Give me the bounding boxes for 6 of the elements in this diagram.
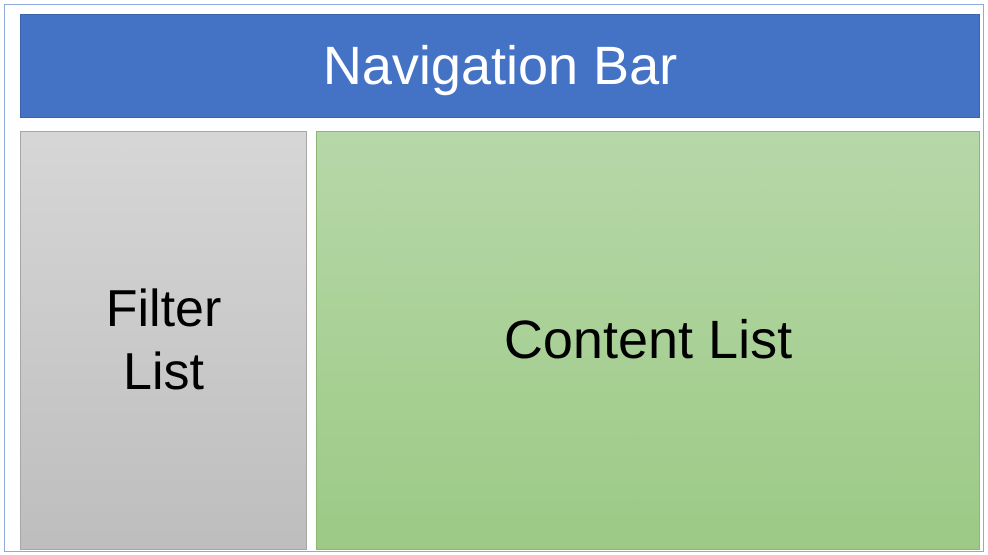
navigation-bar-panel	[20, 14, 980, 118]
panel-title: Content List	[504, 309, 792, 372]
sidebar-panel	[20, 131, 307, 550]
content-panel	[316, 131, 980, 550]
panel-title: Navigation Bar	[322, 34, 678, 98]
panel-title: Filter List	[104, 279, 222, 402]
